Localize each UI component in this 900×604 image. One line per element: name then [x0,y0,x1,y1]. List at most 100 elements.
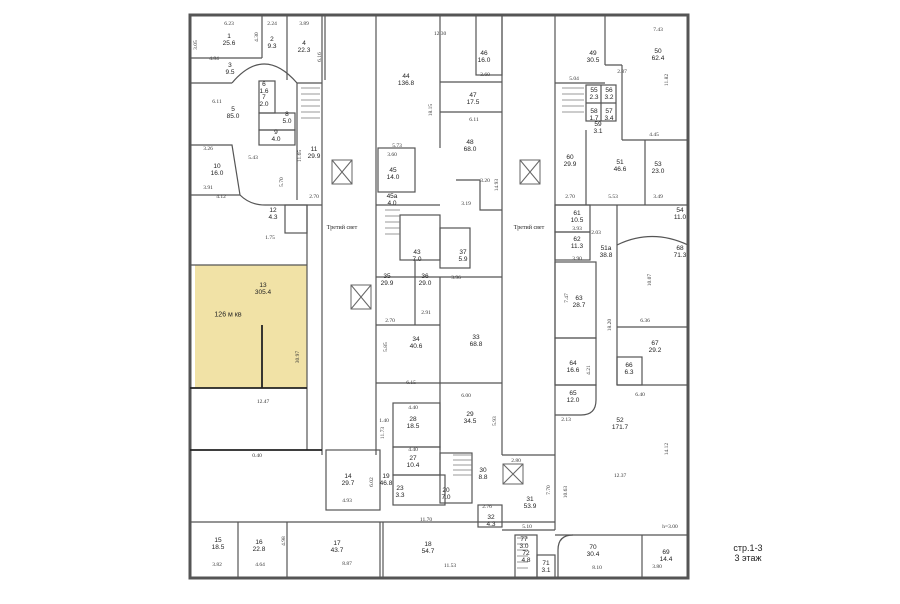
room-area: 1.6 [259,88,269,95]
dimension-label: 14.12 [664,442,670,456]
room-number: 15 [214,537,222,544]
room-number: 70 [589,544,597,551]
room-number: 61 [573,210,581,217]
room-13-highlight[interactable] [195,265,307,388]
room-number: 33 [472,334,480,341]
dimension-label: 10.63 [563,485,569,499]
room-area: 7.0 [441,494,451,501]
dimension-label: 7.70 [546,485,552,495]
room-number: 60 [566,154,574,161]
room-number: 14 [344,473,352,480]
atrium-label: Третий свет [513,225,545,231]
room-number: 31 [526,496,534,503]
dimension-label: 2.91 [421,310,431,316]
room-area: 22.3 [297,47,311,54]
dimension-label: 6.23 [224,21,234,27]
room-area: 4.3 [486,521,496,528]
dimension-label: 5.85 [383,342,389,352]
room-area: 25.6 [222,40,236,47]
room-area: 12.0 [566,397,580,404]
dimension-label: 18.15 [428,103,434,117]
dimension-label: 4.40 [408,447,418,453]
dimension-label: 2.70 [309,194,319,200]
room-area: 54.7 [421,548,435,555]
dimension-label: 3.82 [212,562,222,568]
room-number: 17 [333,540,341,547]
dimension-label: 12.30 [433,31,447,37]
dimension-label: 7.43 [653,27,663,33]
room-area: 71.3 [673,252,687,259]
dimension-label: 6.00 [461,393,471,399]
room-number: 50 [654,48,662,55]
room-area: 4.0 [271,136,281,143]
room-area: 18.5 [406,423,420,430]
room-number: 51 [616,159,624,166]
